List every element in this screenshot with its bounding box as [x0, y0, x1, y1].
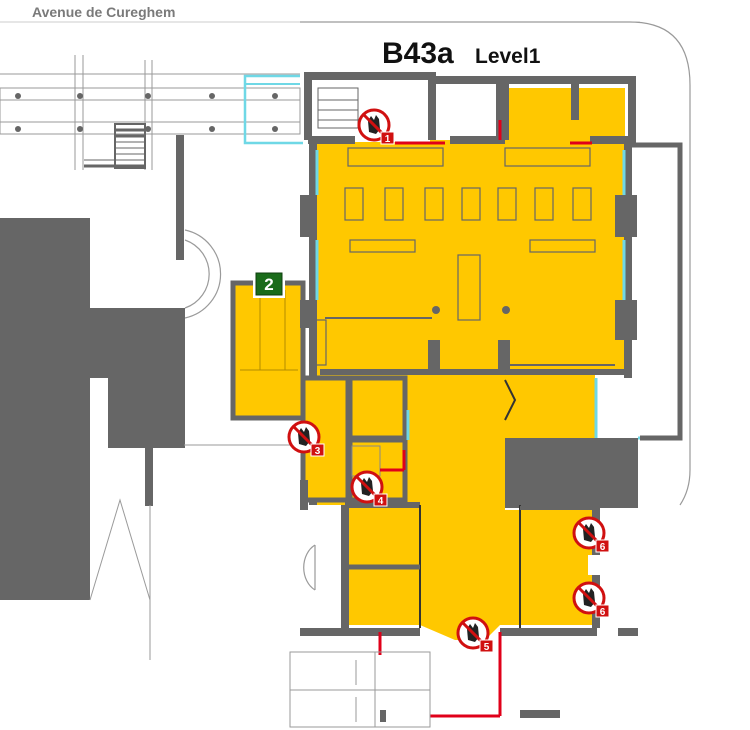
main-building [300, 72, 638, 722]
staircase-west [84, 123, 146, 169]
sign-number: 3 [315, 446, 321, 457]
no-entry-sign[interactable]: 4 [350, 470, 388, 507]
building-level: Level1 [475, 45, 541, 68]
glass-walls [315, 150, 660, 440]
walkway-posts [15, 93, 278, 132]
sign-number-badge [373, 493, 388, 507]
no-entry-sign[interactable]: 3 [287, 420, 325, 457]
site-outline [300, 21, 691, 506]
sign-number: 6 [600, 607, 606, 618]
sign-number: 5 [484, 642, 490, 653]
restricted-doors [378, 120, 592, 718]
staircase-north [317, 87, 359, 129]
sign-number: 1 [385, 134, 391, 145]
street-label: Avenue de Cureghem [32, 4, 175, 20]
building-code: B43a [382, 37, 454, 70]
sign-number-badge [595, 604, 610, 618]
entrance-number: 2 [264, 275, 273, 294]
sign-number-badge [595, 539, 610, 553]
sign-number-badge [380, 131, 395, 145]
walkway-bridge [0, 55, 301, 170]
no-entry-signs: 1 3 4 5 6 6 [287, 108, 610, 653]
sign-number-badge [479, 639, 494, 653]
no-entry-sign[interactable]: 6 [572, 581, 610, 618]
annex-room [230, 280, 306, 421]
entrance-2-badge[interactable]: 2 [253, 270, 285, 298]
no-entry-sign[interactable]: 5 [456, 616, 494, 653]
sign-number: 6 [600, 542, 606, 553]
neighbouring-building [0, 218, 185, 600]
no-entry-sign[interactable]: 1 [357, 108, 395, 145]
exterior-zone [289, 651, 431, 728]
sign-number-badge [310, 443, 325, 457]
sign-number: 4 [378, 496, 384, 507]
glass-connector [243, 74, 303, 145]
no-entry-sign[interactable]: 6 [572, 516, 610, 553]
